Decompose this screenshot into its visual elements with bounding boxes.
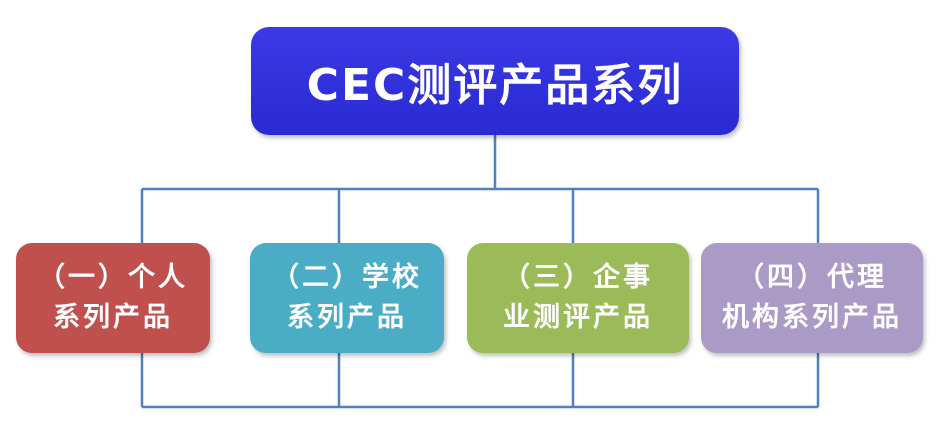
child-node-enterprise: （三）企事 业测评产品 (467, 243, 689, 353)
child-node-school: （二）学校 系列产品 (250, 243, 444, 353)
root-node: CEC测评产品系列 (251, 27, 739, 135)
child-node-line1: （四）代理 (737, 262, 887, 293)
child-node-line2: 机构系列产品 (722, 302, 902, 333)
root-node-label: CEC测评产品系列 (306, 60, 684, 111)
child-node-line2: 系列产品 (287, 302, 407, 333)
child-node-line2: 业测评产品 (503, 302, 653, 333)
child-node-line1: （三）企事 (503, 262, 653, 293)
child-node-line1: （二）学校 (272, 262, 422, 293)
child-node-line2: 系列产品 (53, 302, 173, 333)
child-node-personal: （一）个人 系列产品 (16, 243, 210, 353)
child-node-line1: （一）个人 (38, 262, 188, 293)
child-node-agency: （四）代理 机构系列产品 (701, 243, 923, 353)
